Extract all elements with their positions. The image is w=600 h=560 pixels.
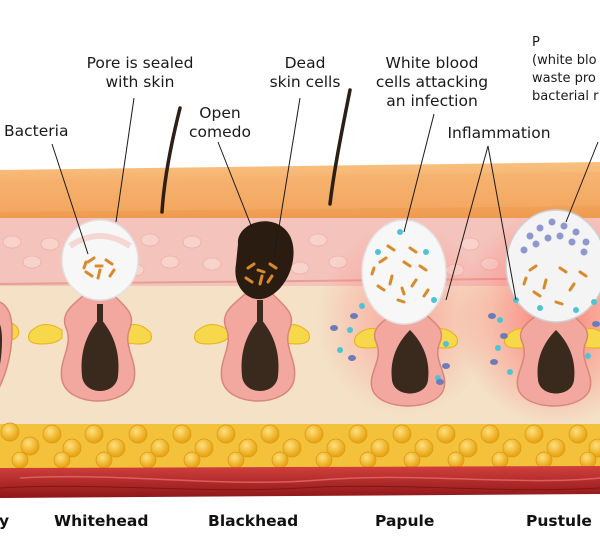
callout-text: White blood cells attacking an infection <box>375 54 489 110</box>
callout-inflammation: Inflammation <box>440 124 558 143</box>
papule-infected-pore <box>361 219 447 325</box>
bacteria-cluster <box>82 256 116 280</box>
callout-pore-sealed: Pore is sealed with skin <box>70 54 210 92</box>
stage-label-papule: Papule <box>375 512 435 530</box>
stage-label-pustule: Pustule <box>526 512 592 530</box>
callout-text: Pore is sealed with skin <box>86 54 194 91</box>
white-blood-cells <box>495 297 597 375</box>
blackhead-follicle <box>220 221 296 402</box>
papule-follicle <box>330 219 450 407</box>
pustule-follicle <box>488 209 600 407</box>
bacteria-cluster <box>244 262 278 286</box>
stage-label-partial: y <box>0 512 10 530</box>
whitehead-sealed-pore <box>61 219 139 301</box>
whitehead-follicle <box>60 219 139 402</box>
epidermis-layer <box>0 162 600 218</box>
bacteria-cluster <box>522 264 588 306</box>
bacteria-cluster <box>370 244 430 304</box>
callout-white-blood-cells: White blood cells attacking an infection <box>364 54 500 111</box>
callout-text: Dead skin cells <box>269 54 341 91</box>
hair-shafts <box>160 88 352 214</box>
stage-label-whitehead: Whitehead <box>54 512 149 530</box>
partial-follicle <box>0 301 13 388</box>
callout-open-comedo: Open comedo <box>180 104 260 142</box>
stage-label-blackhead: Blackhead <box>208 512 299 530</box>
muscle-layer <box>0 466 600 498</box>
callout-bacteria: Bacteria <box>4 122 74 141</box>
white-blood-cells <box>337 229 449 381</box>
pustule-pus-pocket <box>505 209 600 323</box>
pus-cells <box>520 218 590 256</box>
callout-text: Bacteria <box>4 122 69 140</box>
callout-dead-skin-cells: Dead skin cells <box>256 54 354 92</box>
subcutaneous-fat-layer <box>0 422 600 469</box>
immune-cells <box>488 313 600 365</box>
callout-text: P (white blo waste pro bacterial r <box>532 35 599 104</box>
immune-cells <box>330 313 450 385</box>
callout-pus: P (white blo waste pro bacterial r <box>532 34 600 106</box>
leader-lines <box>51 97 599 301</box>
callout-text: Open comedo <box>189 104 251 141</box>
callout-text: Inflammation <box>447 124 551 142</box>
